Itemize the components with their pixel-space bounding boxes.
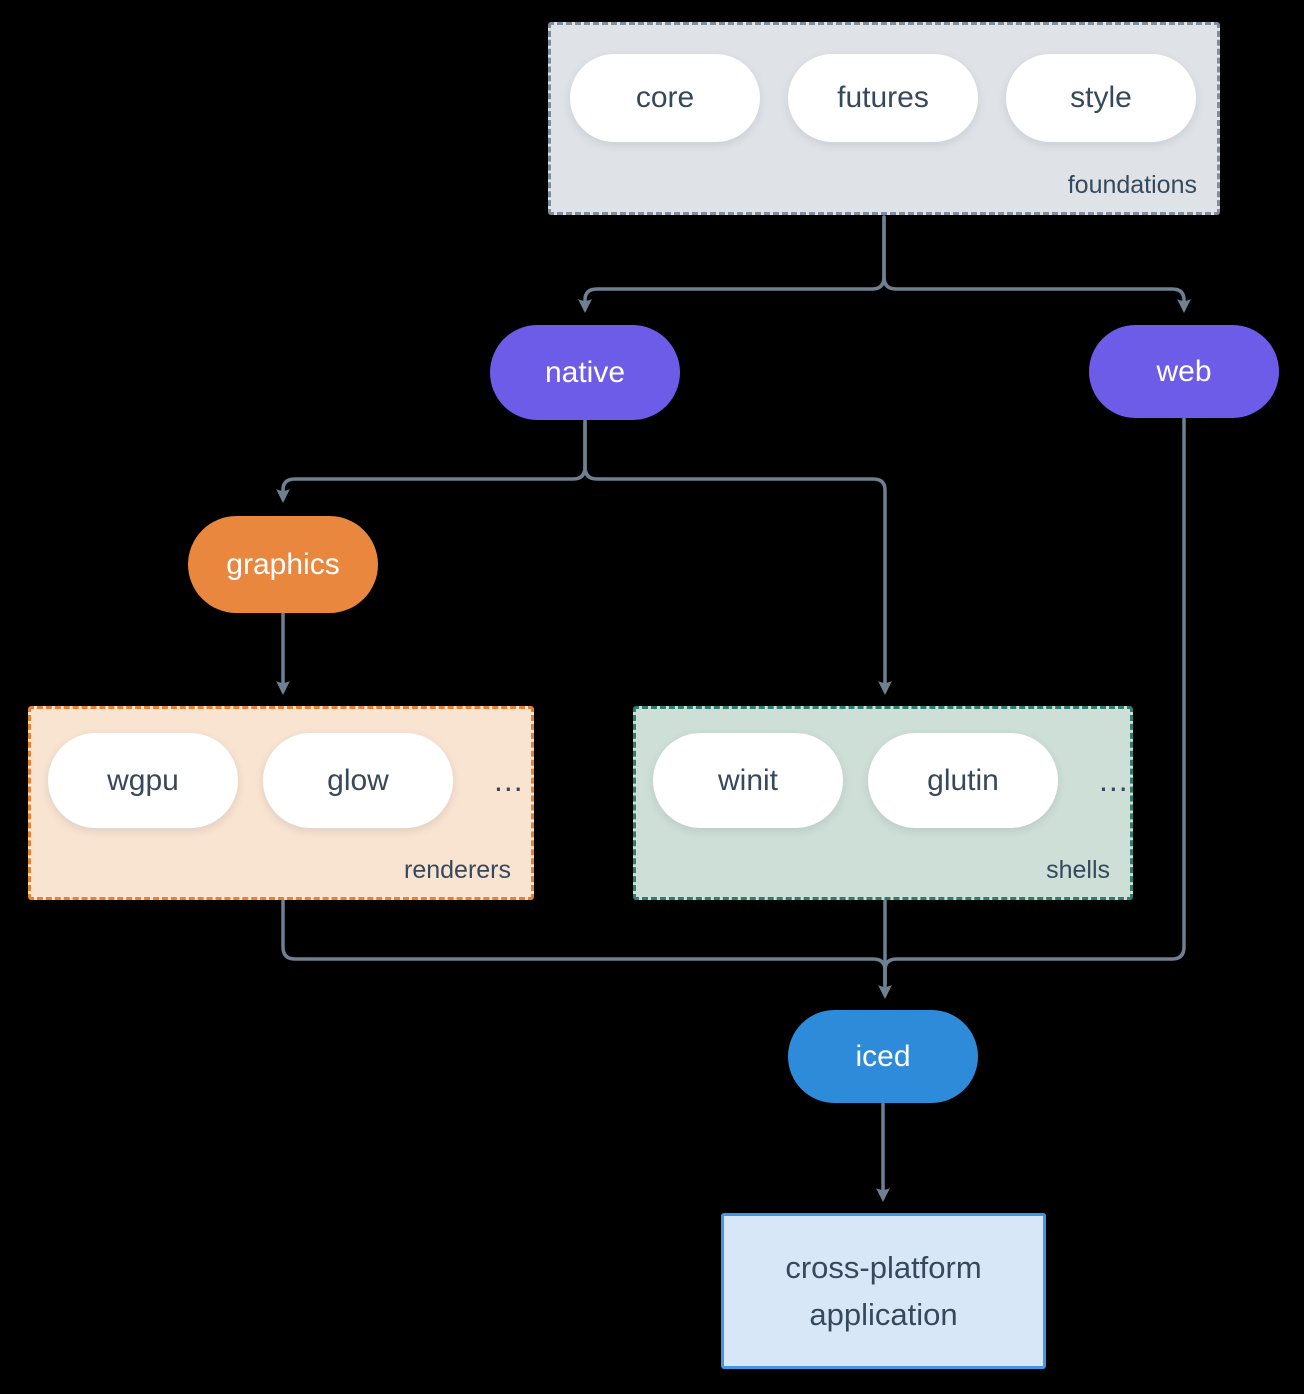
pill-native: native — [490, 325, 680, 420]
pill-core: core — [570, 54, 760, 142]
pill-graphics: graphics — [188, 516, 378, 613]
renderers-pills: wgpu glow ... — [48, 733, 524, 828]
renderers-ellipsis: ... — [494, 762, 524, 798]
pill-glutin: glutin — [868, 733, 1058, 828]
shells-ellipsis: ... — [1099, 762, 1129, 798]
pill-winit: winit — [653, 733, 843, 828]
application-box: cross-platform application — [721, 1213, 1046, 1369]
foundations-zone: core futures style foundations — [548, 22, 1220, 215]
edge-foundations-native — [578, 215, 886, 313]
pill-wgpu: wgpu — [48, 733, 238, 828]
renderers-label: renderers — [404, 856, 511, 884]
pill-futures: futures — [788, 54, 978, 142]
edge-native-shells — [583, 419, 892, 695]
edge-native-graphics — [276, 419, 587, 503]
pill-web: web — [1089, 325, 1279, 418]
pill-style: style — [1006, 54, 1196, 142]
shells-label: shells — [1046, 856, 1110, 884]
edge-foundations-web — [882, 215, 1191, 313]
edge-renderers-merge — [281, 899, 887, 986]
pill-iced: iced — [788, 1010, 978, 1103]
shells-pills: winit glutin ... — [653, 733, 1129, 828]
shells-zone: winit glutin ... shells — [633, 706, 1133, 900]
pill-glow: glow — [263, 733, 453, 828]
renderers-zone: wgpu glow ... renderers — [28, 706, 534, 900]
foundations-label: foundations — [1067, 171, 1197, 199]
foundations-pills: core futures style — [570, 54, 1196, 142]
